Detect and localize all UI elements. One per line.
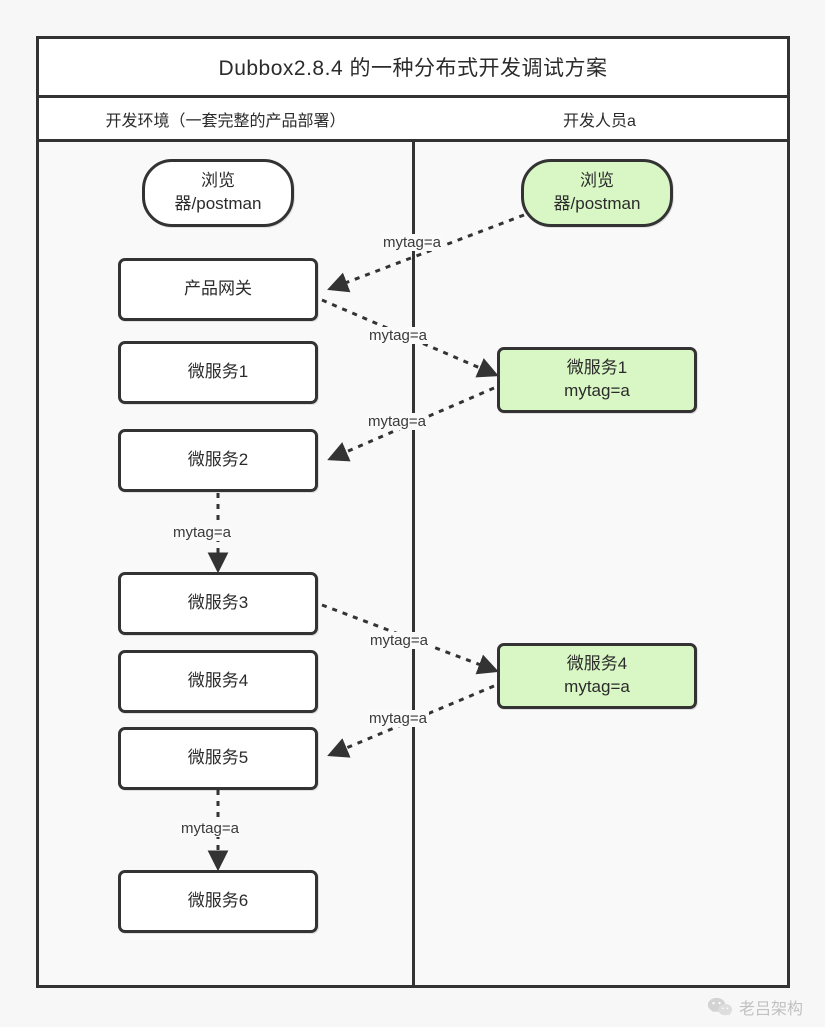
lane-divider [412, 142, 415, 988]
node-right-svc1-line1: 微服务1 [566, 358, 628, 378]
edge-label-rsvc1-to-svc2: mytag=a [366, 413, 428, 430]
page-title: Dubbox2.8.4 的一种分布式开发调试方案 [218, 57, 608, 80]
node-right-svc4[interactable]: 微服务4 mytag=a [497, 643, 697, 709]
node-left-browser-line1: 浏览 [201, 171, 235, 191]
node-left-gateway-label: 产品网关 [184, 279, 252, 299]
node-right-svc4-line2: mytag=a [564, 677, 630, 696]
node-left-svc2[interactable]: 微服务2 [118, 429, 318, 492]
node-left-svc6-label: 微服务6 [187, 891, 249, 911]
edge-label-rbrowser-to-gateway: mytag=a [381, 234, 443, 251]
node-right-svc4-line1: 微服务4 [566, 654, 628, 674]
node-left-svc4[interactable]: 微服务4 [118, 650, 318, 713]
lane-header-developer-a-label: 开发人员a [563, 112, 636, 130]
node-right-browser-line1: 浏览 [580, 171, 614, 191]
node-left-svc4-label: 微服务4 [187, 671, 249, 691]
diagram-title-bar: Dubbox2.8.4 的一种分布式开发调试方案 [36, 36, 790, 98]
node-left-svc1[interactable]: 微服务1 [118, 341, 318, 404]
edge-label-svc3-to-rsvc4: mytag=a [368, 632, 430, 649]
node-left-svc3-label: 微服务3 [187, 593, 249, 613]
lane-header-dev-env: 开发环境（一套完整的产品部署） [36, 98, 415, 142]
node-left-svc2-label: 微服务2 [187, 450, 249, 470]
wechat-icon [707, 997, 733, 1016]
edge-label-svc5-to-svc6: mytag=a [179, 820, 241, 837]
node-left-browser-line2: 器/postman [174, 194, 262, 213]
edge-label-gateway-to-rsvc1: mytag=a [367, 327, 429, 344]
node-left-svc5-label: 微服务5 [187, 748, 249, 768]
node-right-browser-line2: 器/postman [553, 194, 641, 213]
lane-header-developer-a: 开发人员a [412, 98, 790, 142]
node-left-svc6[interactable]: 微服务6 [118, 870, 318, 933]
node-left-browser[interactable]: 浏览 器/postman [142, 159, 294, 227]
node-left-svc3[interactable]: 微服务3 [118, 572, 318, 635]
node-left-svc5[interactable]: 微服务5 [118, 727, 318, 790]
node-left-gateway[interactable]: 产品网关 [118, 258, 318, 321]
node-right-svc1[interactable]: 微服务1 mytag=a [497, 347, 697, 413]
edge-label-svc2-to-svc3: mytag=a [171, 524, 233, 541]
node-right-browser[interactable]: 浏览 器/postman [521, 159, 673, 227]
node-right-svc1-line2: mytag=a [564, 381, 630, 400]
edge-label-rsvc4-to-svc5: mytag=a [367, 710, 429, 727]
node-left-svc1-label: 微服务1 [187, 362, 249, 382]
watermark: 老吕架构 [707, 995, 803, 1019]
watermark-text: 老吕架构 [738, 999, 803, 1018]
lane-header-dev-env-label: 开发环境（一套完整的产品部署） [105, 112, 346, 130]
